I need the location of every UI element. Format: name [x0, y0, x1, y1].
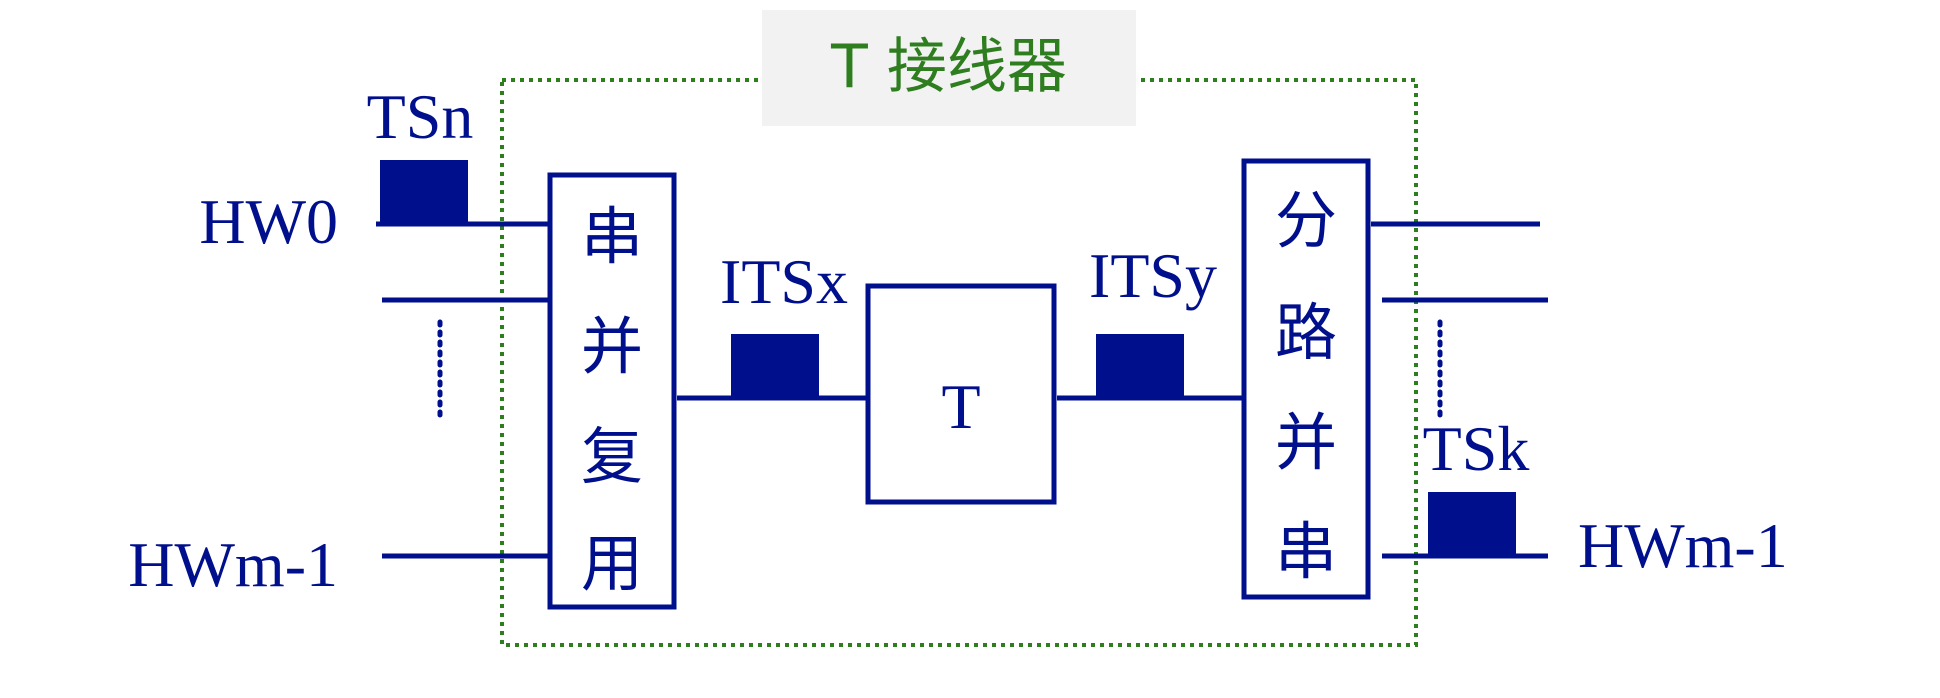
internal-timeslot-label-itsx: ITSx — [720, 246, 848, 317]
mux-char: 复 — [581, 420, 643, 493]
demux-char: 串 — [1275, 515, 1337, 588]
demux-char: 并 — [1275, 406, 1337, 479]
internal-timeslot-block-itsx — [731, 334, 819, 398]
title-background — [762, 10, 1136, 126]
input-timeslot-block — [380, 160, 468, 224]
input-label-hwm-1: HWm-1 — [128, 529, 338, 600]
t-switch-boundary — [500, 78, 1418, 647]
t-switch-core-block — [865, 283, 1057, 505]
mux-char: 并 — [581, 310, 643, 383]
internal-timeslot-label-itsy: ITSy — [1089, 240, 1217, 311]
demux-char: 路 — [1275, 296, 1337, 369]
mux-char: 串 — [581, 200, 643, 273]
demux-block — [1241, 158, 1371, 600]
output-label-hwm-1: HWm-1 — [1578, 510, 1788, 581]
diagram-title: T 接线器 — [830, 32, 1067, 102]
demux-char: 分 — [1275, 184, 1337, 257]
input-label-hw0: HW0 — [199, 186, 338, 257]
output-timeslot-label-tsk: TSk — [1423, 413, 1530, 484]
t-switch-core-label: T — [941, 371, 980, 442]
mux-block — [547, 172, 677, 610]
mux-char: 用 — [581, 527, 643, 600]
internal-timeslot-block-itsy — [1096, 334, 1184, 398]
input-timeslot-label-tsn: TSn — [367, 81, 474, 152]
output-timeslot-block — [1428, 492, 1516, 556]
